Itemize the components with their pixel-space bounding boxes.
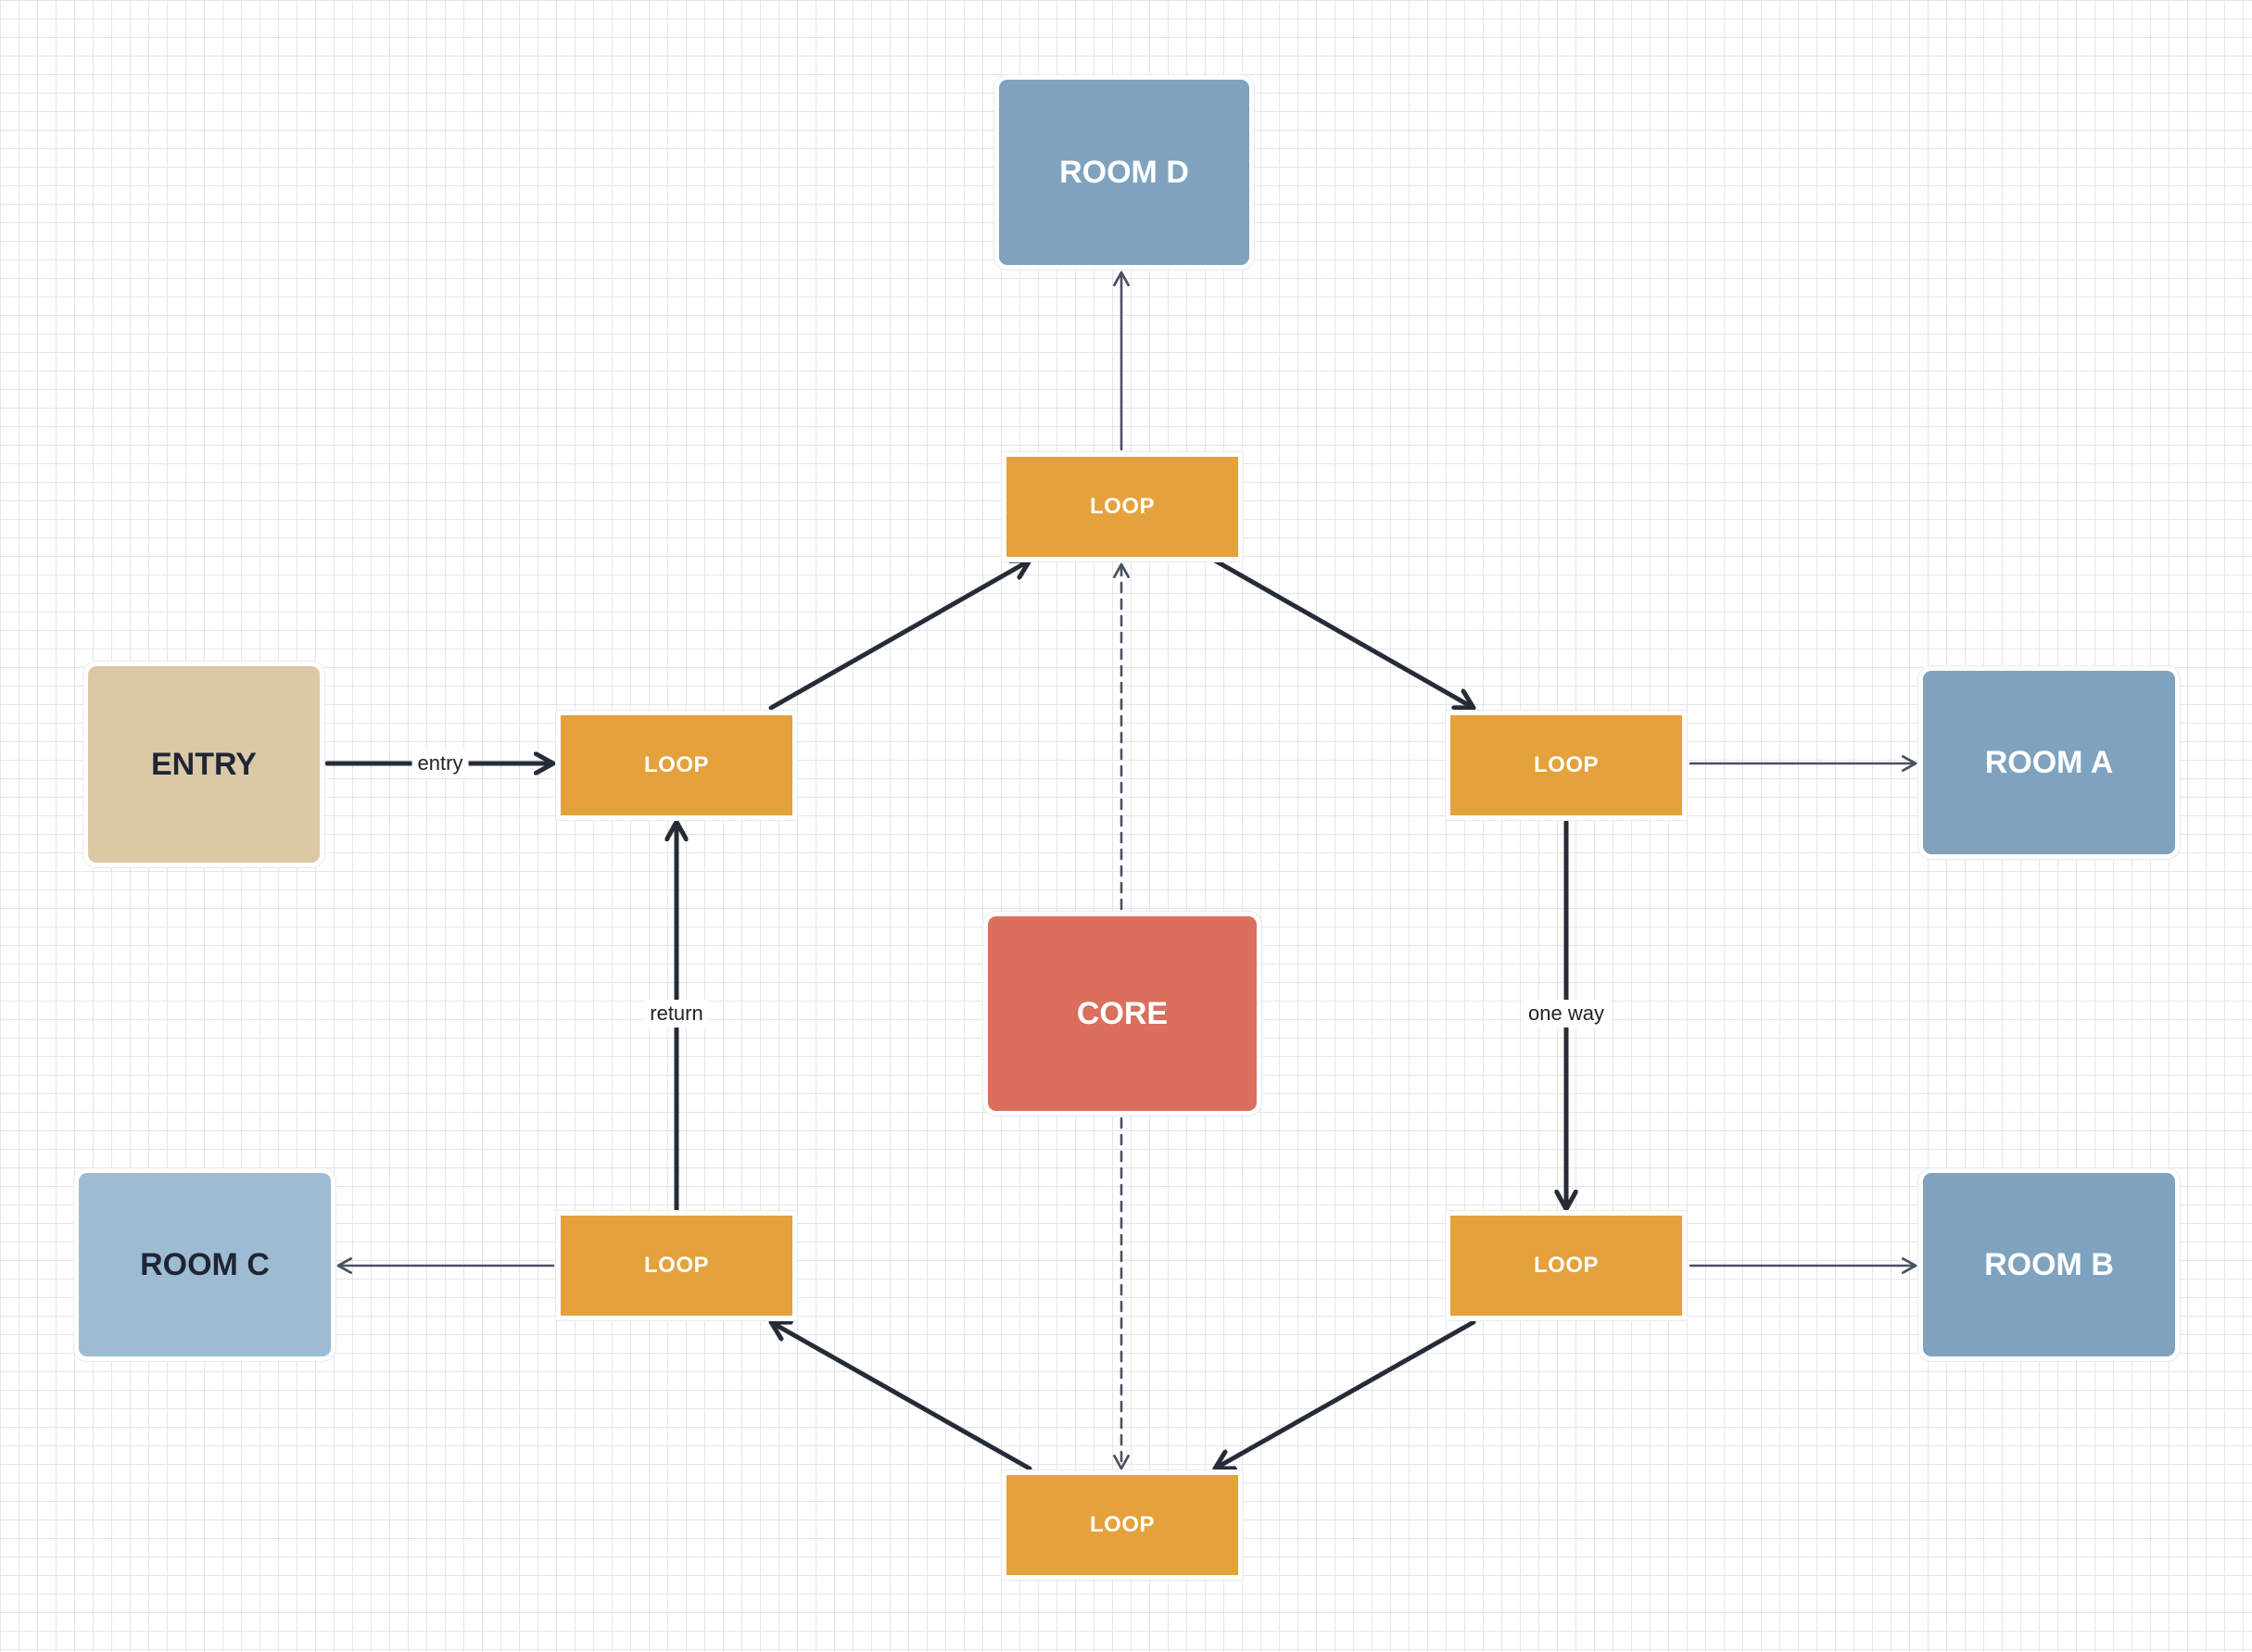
edge-label-return: return	[644, 1000, 709, 1028]
node-label: ROOM A	[1984, 744, 2114, 780]
node-loop-top[interactable]: LOOP	[1002, 452, 1243, 561]
node-label: LOOP	[1533, 1253, 1599, 1278]
edge-loop-top-to-loop-right[interactable]	[1212, 558, 1476, 711]
node-label: CORE	[1076, 995, 1169, 1031]
node-loop-bottom[interactable]: LOOP	[1002, 1470, 1243, 1580]
edge-label-one-way: one way	[1523, 1000, 1610, 1028]
node-label: ROOM D	[1059, 154, 1189, 190]
edge-loop-bottom-to-loop-lower-left[interactable]	[768, 1319, 1032, 1471]
node-loop-lower-left[interactable]: LOOP	[556, 1211, 797, 1320]
node-core[interactable]: CORE	[983, 912, 1261, 1116]
node-label: LOOP	[1533, 752, 1599, 777]
node-room-b[interactable]: ROOM B	[1918, 1168, 2180, 1361]
node-room-c[interactable]: ROOM C	[74, 1168, 335, 1361]
node-label: ENTRY	[151, 746, 257, 782]
node-label: LOOP	[1089, 1512, 1155, 1537]
node-room-a[interactable]: ROOM A	[1918, 666, 2180, 859]
node-loop-right[interactable]: LOOP	[1446, 711, 1687, 820]
node-label: ROOM B	[1984, 1246, 2114, 1282]
node-loop-left[interactable]: LOOP	[556, 711, 797, 820]
node-label: ROOM C	[140, 1246, 270, 1282]
node-label: LOOP	[643, 752, 709, 777]
node-loop-lower-right[interactable]: LOOP	[1446, 1211, 1687, 1320]
edge-loop-lower-right-to-loop-bottom[interactable]	[1212, 1319, 1476, 1471]
node-label: LOOP	[643, 1253, 709, 1278]
node-label: LOOP	[1089, 494, 1155, 519]
node-room-d[interactable]: ROOM D	[994, 75, 1254, 270]
node-entry[interactable]: ENTRY	[83, 662, 324, 867]
edge-label-entry: entry	[411, 750, 469, 777]
edge-loop-left-to-loop-top[interactable]	[768, 558, 1032, 711]
